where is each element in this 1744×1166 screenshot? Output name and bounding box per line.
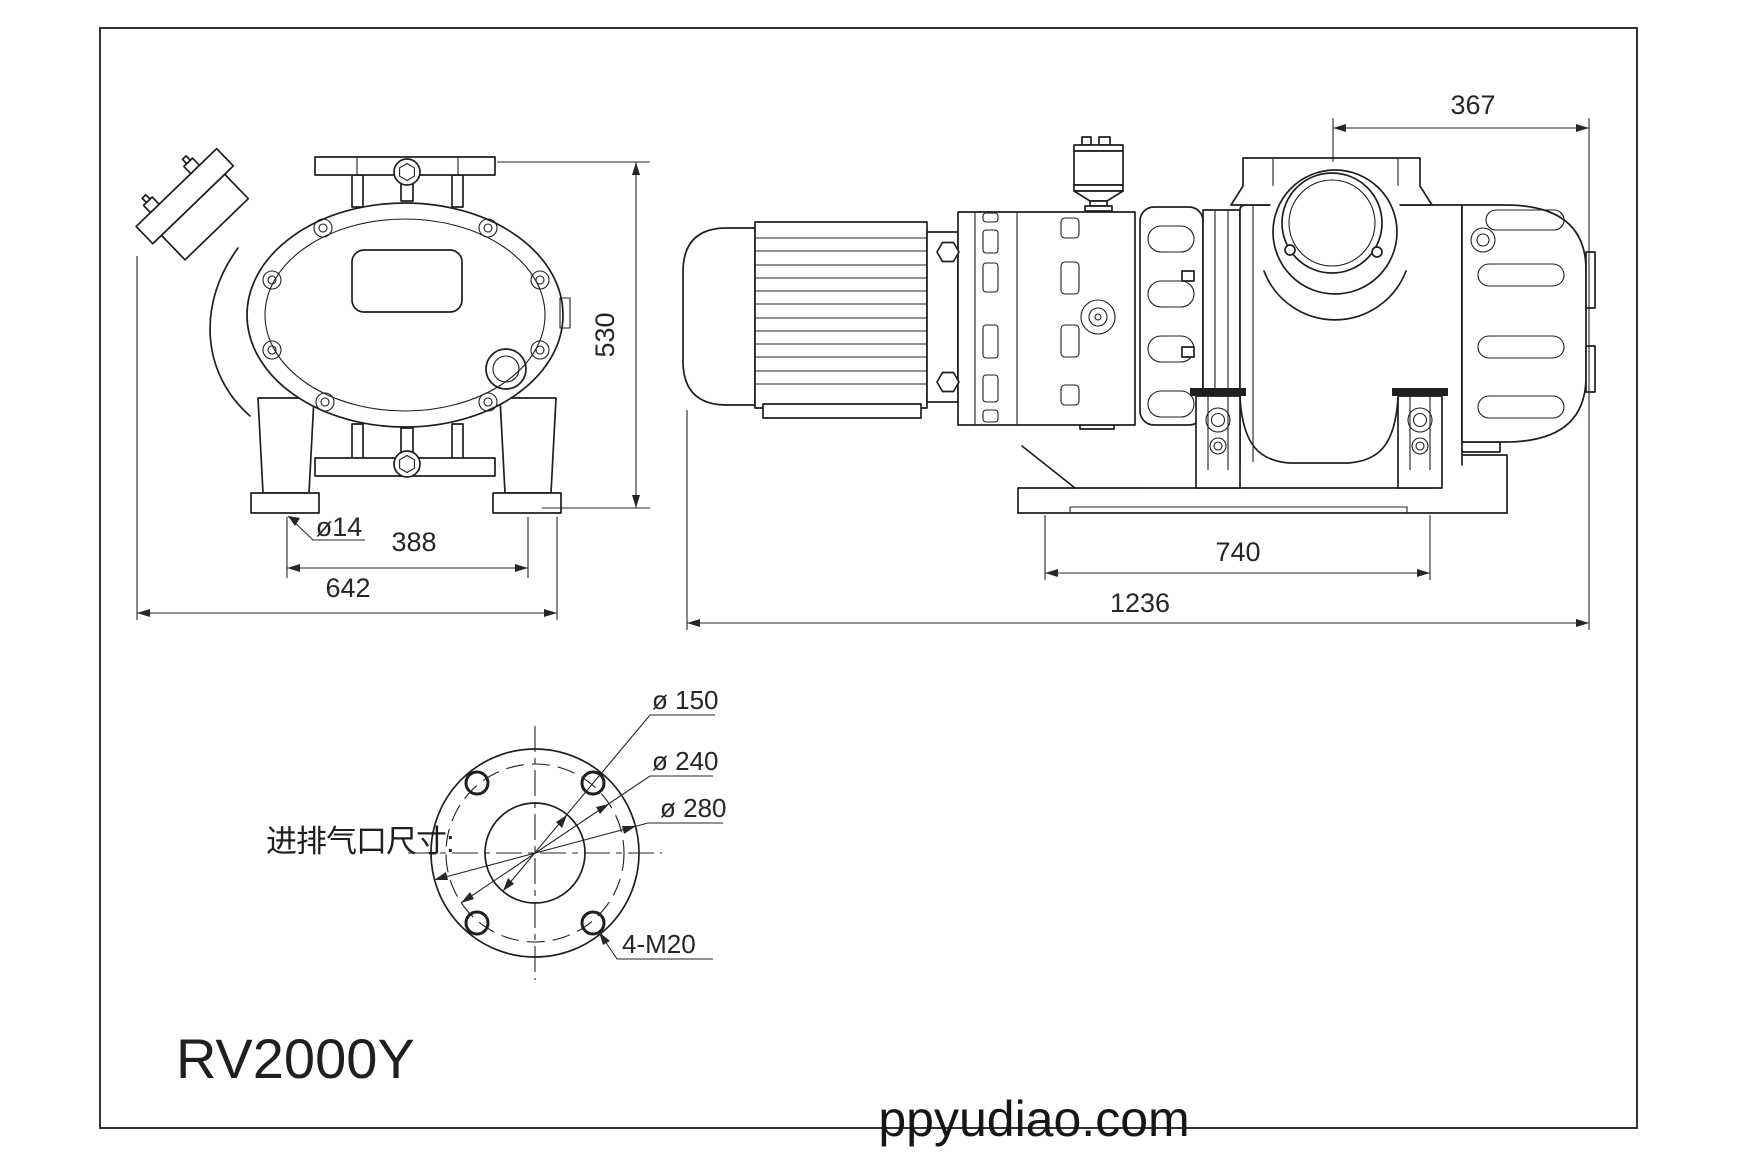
- dim-foot-hole: ø14: [316, 512, 363, 542]
- watermark: ppyudiao.com: [878, 1091, 1189, 1147]
- dim-530: 530: [497, 161, 650, 509]
- oil-port: [485, 348, 527, 390]
- label-bolt-spec: 4-M20: [622, 929, 696, 959]
- angled-inlet-flange: [135, 147, 250, 261]
- dim-base-span: 740: [1215, 537, 1260, 567]
- dim-overall-length: 1236: [1110, 588, 1170, 618]
- motor: [682, 221, 959, 419]
- side-view: 367 740 1236: [682, 90, 1596, 630]
- sump-saddle: [1239, 397, 1399, 464]
- motor-end-cap: [682, 227, 756, 406]
- port-flange-diagram: 进排气口尺寸: ø 150 ø 240: [266, 685, 727, 980]
- casing-bolts: [262, 218, 550, 412]
- nameplate: [351, 249, 463, 313]
- dim-overall-width: 642: [325, 573, 370, 603]
- leader-o150: ø 150: [502, 685, 719, 892]
- leader-o240: ø 240: [460, 746, 719, 904]
- pump-casing-front: [209, 202, 571, 428]
- leader-4m20: 4-M20: [598, 929, 713, 960]
- dim-1236: 1236: [686, 410, 1589, 630]
- dim-367: 367: [1332, 90, 1590, 630]
- suction-duct-curve: [209, 247, 251, 417]
- oil-breather: [1073, 136, 1124, 212]
- front-bottom-bracket: [314, 423, 496, 478]
- motor-foot: [762, 403, 922, 419]
- dim-foot-span: 388: [391, 527, 436, 557]
- flange-bolt-lower: [936, 371, 960, 393]
- label-bolt-circle-diameter: ø 240: [652, 746, 719, 776]
- dim-740: 740: [1044, 515, 1431, 580]
- port-section-label: 进排气口尺寸:: [266, 824, 454, 859]
- label-flange-outer-diameter: ø 280: [660, 793, 727, 823]
- bore-circle: [484, 802, 586, 904]
- dim-388: 388: [286, 517, 529, 578]
- gearbox-slots: [982, 212, 1080, 423]
- bolt-circle: [445, 763, 625, 943]
- label-bore-diameter: ø 150: [652, 685, 719, 715]
- mount-bracket-right: [1392, 388, 1448, 489]
- dim-642: 642: [136, 256, 558, 620]
- motor-fin-block: [754, 221, 928, 409]
- motor-fins: [755, 237, 927, 385]
- inlet-port: [1259, 169, 1411, 321]
- leader-o280: ø 280: [433, 793, 727, 881]
- dim-inlet-offset: 367: [1450, 90, 1495, 120]
- mount-bracket-left: [1190, 388, 1246, 489]
- bolt-holes: [464, 770, 606, 936]
- dim-overall-height: 530: [590, 312, 620, 357]
- drawing-border: [99, 27, 1638, 1129]
- end-cap: [1461, 204, 1596, 443]
- shaft-boss: [1080, 299, 1116, 335]
- gearbox: [936, 211, 1136, 426]
- flange-bolt-upper: [936, 241, 960, 263]
- dim-o14: ø14: [287, 512, 365, 542]
- flange-outer-circle: [430, 748, 640, 958]
- front-top-bracket: [314, 156, 496, 208]
- front-view: 530 ø14 388 642: [135, 147, 650, 620]
- model-label: RV2000Y: [176, 1027, 415, 1090]
